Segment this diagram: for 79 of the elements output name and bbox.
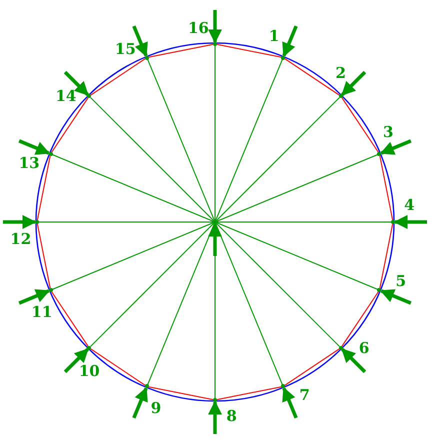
vertex-point [144, 56, 149, 60]
line [214, 46, 216, 220]
arrow [282, 387, 298, 419]
vertex-point [35, 220, 39, 224]
vertex-number: 1 [268, 28, 280, 44]
vertex-number: 7 [299, 387, 310, 404]
line [90, 58, 146, 96]
arrow [380, 139, 412, 155]
line [52, 154, 214, 222]
vertex-number: 13 [18, 154, 40, 171]
arrow [3, 215, 36, 229]
vertex-number: 2 [335, 64, 346, 81]
line [216, 222, 378, 290]
vertex-number: 14 [55, 88, 76, 104]
arrow [341, 348, 366, 374]
line [216, 386, 282, 400]
vertex-number: 6 [358, 340, 370, 356]
line [90, 97, 214, 222]
line [215, 58, 283, 221]
line [147, 58, 215, 221]
vertex-number: 5 [396, 273, 406, 290]
arrow [132, 25, 148, 57]
line [216, 222, 340, 347]
line [379, 223, 394, 289]
arrow [64, 70, 89, 96]
vertex-point [377, 288, 382, 292]
vertex-point [377, 152, 382, 156]
vertex-point [144, 384, 149, 388]
line [36, 155, 51, 221]
vertex-number: 3 [382, 124, 394, 140]
arrow [18, 139, 50, 155]
vertex-number: 15 [114, 40, 136, 57]
vertex-point [281, 56, 286, 60]
line [341, 97, 379, 153]
line [52, 222, 214, 290]
line [216, 44, 282, 58]
line [148, 44, 214, 58]
vertex-point [48, 288, 53, 292]
vertex-number: 11 [31, 304, 52, 320]
vertex-point [213, 42, 217, 46]
line [90, 348, 146, 386]
line [36, 223, 51, 289]
line [284, 58, 340, 96]
vertex-point [87, 346, 92, 350]
arrow [208, 10, 222, 44]
line [51, 97, 89, 153]
vertex-number: 8 [226, 408, 237, 424]
vertex-number: 16 [188, 20, 209, 36]
arrow [18, 289, 50, 305]
line [216, 154, 378, 222]
vertex-point [281, 384, 286, 388]
arrow [208, 400, 222, 434]
vertex-number: 4 [404, 197, 414, 214]
line [51, 291, 89, 347]
line [90, 222, 214, 347]
arrow [282, 25, 298, 57]
vertex-point [338, 346, 343, 350]
line [284, 348, 340, 386]
line [379, 155, 394, 221]
vertex-point [87, 94, 92, 98]
line [148, 386, 214, 400]
arrow [64, 348, 89, 374]
vertex-point [391, 220, 395, 224]
vertex-number: 9 [150, 400, 162, 416]
arrow [341, 70, 366, 96]
arrow [394, 215, 427, 229]
vertex-point [338, 94, 343, 98]
line [341, 291, 379, 347]
vertex-point [213, 398, 217, 402]
line [215, 223, 283, 386]
vertex-point [48, 152, 53, 156]
arrow [380, 289, 412, 305]
line [147, 223, 215, 386]
arrow [132, 387, 148, 419]
line [216, 97, 340, 222]
vertex-number: 10 [78, 363, 100, 380]
vertex-point [213, 220, 217, 224]
arrow [208, 222, 222, 256]
vertex-number: 12 [10, 230, 32, 247]
